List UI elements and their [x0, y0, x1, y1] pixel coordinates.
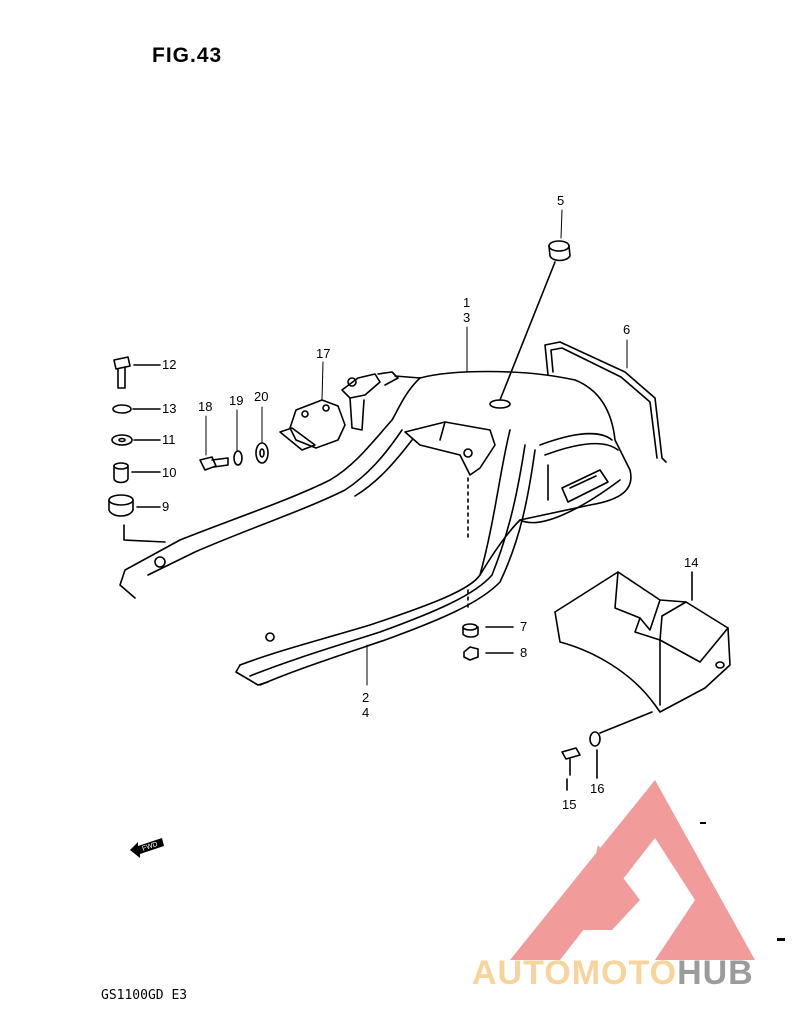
washer-20: [255, 442, 269, 464]
callout-1: 1: [463, 295, 471, 310]
fwd-label: FWD: [141, 841, 158, 853]
callout-5: 5: [557, 193, 565, 208]
tail-cover-assembly: [119, 370, 632, 686]
callout-2: 2: [362, 690, 370, 705]
watermark-text: AUTOMOTOHUB: [472, 954, 754, 993]
callout-8: 8: [520, 645, 528, 660]
model-code: GS1100GD E3: [101, 988, 188, 1003]
callout-19: 19: [229, 393, 244, 408]
callout-11: 11: [162, 432, 176, 447]
molding-6: [544, 341, 667, 463]
washer-11: [111, 434, 161, 446]
callout-14: 14: [684, 555, 699, 570]
washer-19: [233, 450, 243, 466]
callout-17: 17: [316, 346, 331, 361]
callout-6: 6: [623, 322, 631, 337]
callout-20: 20: [254, 389, 269, 404]
grommet-5: [499, 240, 571, 401]
bolt-12: [113, 356, 161, 389]
cover-14: [554, 571, 731, 713]
callout-4: 4: [362, 705, 370, 720]
callout-7: 7: [520, 619, 528, 634]
collar-10: [113, 462, 161, 484]
callout-10: 10: [162, 465, 177, 480]
watermark-text-a: AUTOMOTO: [472, 954, 678, 992]
callout-3: 3: [463, 310, 471, 325]
nut-8: [463, 646, 514, 661]
bolt-18: [199, 456, 229, 471]
watermark-text-b: HUB: [677, 954, 754, 992]
screw-15: [561, 747, 581, 791]
watermark-logo: [510, 780, 755, 960]
seat-lock-17: [279, 371, 421, 451]
callout-9: 9: [162, 499, 170, 514]
callout-13: 13: [162, 401, 177, 416]
nut-7: [462, 589, 514, 638]
callout-15: 15: [562, 797, 577, 812]
fwd-arrow-icon: FWD: [130, 838, 164, 858]
callout-12: 12: [162, 357, 177, 372]
washer-16: [589, 711, 653, 779]
cushion-9: [108, 494, 166, 543]
figure-title: FIG.43: [152, 44, 223, 67]
callout-16: 16: [590, 781, 605, 796]
washer-13: [112, 404, 161, 414]
callout-18: 18: [198, 399, 213, 414]
